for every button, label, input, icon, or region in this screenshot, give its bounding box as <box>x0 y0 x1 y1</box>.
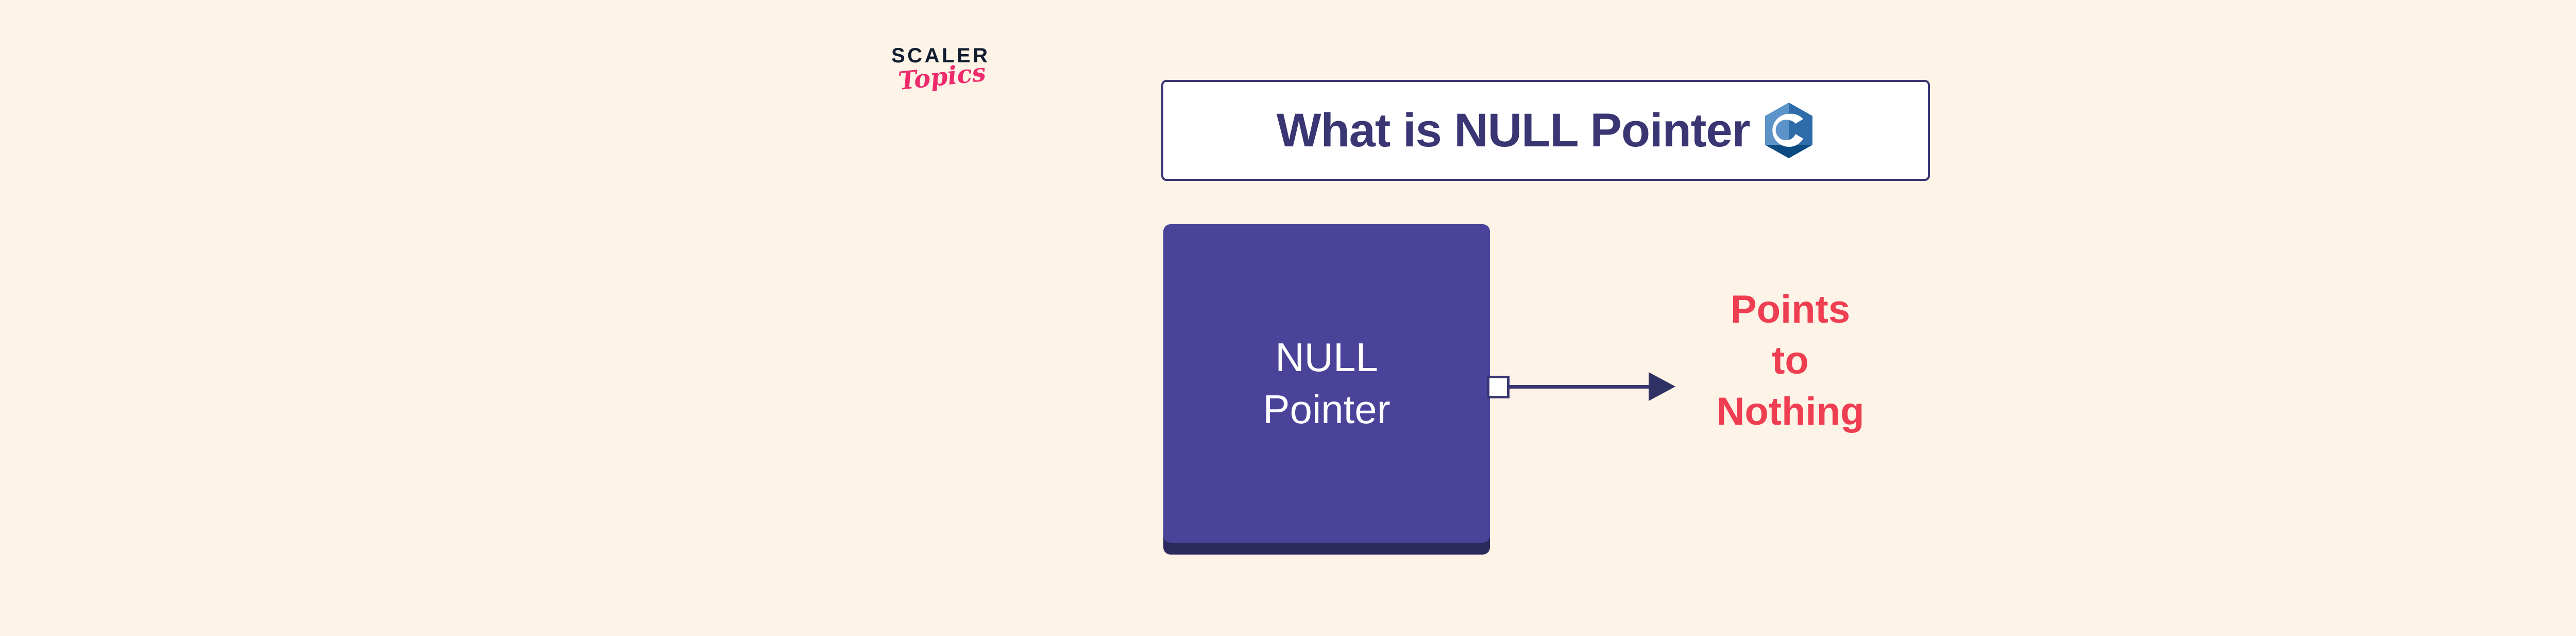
arrow-right-icon <box>1509 385 1653 389</box>
nullptr-label-line-1: NULL <box>1275 334 1378 380</box>
nullptr-node[interactable]: NULL Pointer <box>1163 224 1490 543</box>
points-to-nothing-line-3: Nothing <box>1716 389 1865 433</box>
points-to-nothing-line-2: to <box>1772 338 1809 382</box>
points-to-nothing-line-1: Points <box>1730 288 1851 331</box>
c-language-logo-icon <box>1765 103 1813 158</box>
scaler-topics-logo: SCALER Topics <box>889 45 1023 112</box>
scaler-wordmark: SCALER <box>891 44 990 67</box>
connection-port-square-icon[interactable] <box>1487 376 1510 398</box>
nullptr-label-line-2: Pointer <box>1263 387 1391 432</box>
title-card: What is NULL Pointer <box>1161 80 1930 181</box>
points-to-nothing-label: Points to Nothing <box>1685 284 1896 437</box>
arrow-head-icon <box>1649 372 1675 401</box>
page-title: What is NULL Pointer <box>1276 104 1751 157</box>
